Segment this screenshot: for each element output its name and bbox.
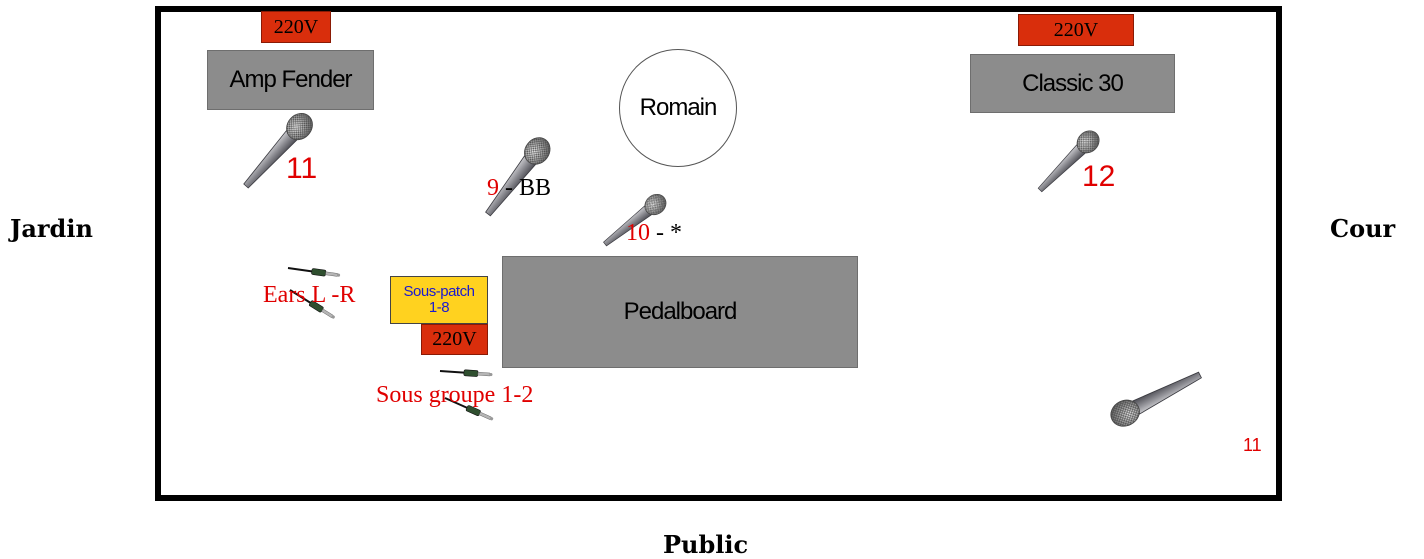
power-label-pedalboard: 220V [421, 324, 488, 355]
mic-number-12: 12 [1082, 160, 1116, 193]
mic-label-9: 9 - BB [487, 175, 551, 202]
subpatch-box: Sous-patch 1-8 [390, 276, 488, 324]
amp-classic30: Classic 30 [970, 54, 1175, 113]
pedalboard-label: Pedalboard [623, 298, 738, 325]
amp-fender: Amp Fender [207, 50, 374, 110]
mic-suffix-9: - BB [499, 175, 552, 201]
side-label-cour: Cour [1330, 214, 1396, 243]
jack-cable-icon [286, 264, 342, 280]
microphone-icon [1105, 363, 1207, 432]
subgroup-label: Sous groupe 1-2 [376, 382, 534, 408]
side-label-public: Public [663, 530, 749, 559]
subpatch-label: Sous-patch 1-8 [403, 283, 475, 316]
mic-suffix-10: - * [650, 220, 682, 246]
jack-cable-icon [438, 367, 494, 379]
musician-name: Romain [639, 94, 718, 121]
mic-number-9: 9 [487, 175, 499, 201]
ears-label: Ears L -R [263, 282, 356, 308]
amp-fender-label: Amp Fender [229, 66, 352, 93]
amp-classic30-label: Classic 30 [1022, 69, 1124, 97]
mic-number-11-left: 11 [286, 152, 318, 185]
mic-number-10: 10 [626, 220, 650, 246]
mic-label-10: 10 - * [626, 220, 682, 247]
power-label-classic30: 220V [1018, 14, 1134, 46]
side-label-jardin: Jardin [10, 214, 93, 243]
mic-number-11-right: 11 [1243, 435, 1262, 455]
power-label-amp-fender: 220V [261, 11, 331, 43]
stage-outline [155, 6, 1282, 501]
musician-position: Romain [619, 49, 737, 167]
pedalboard: Pedalboard [502, 256, 858, 368]
